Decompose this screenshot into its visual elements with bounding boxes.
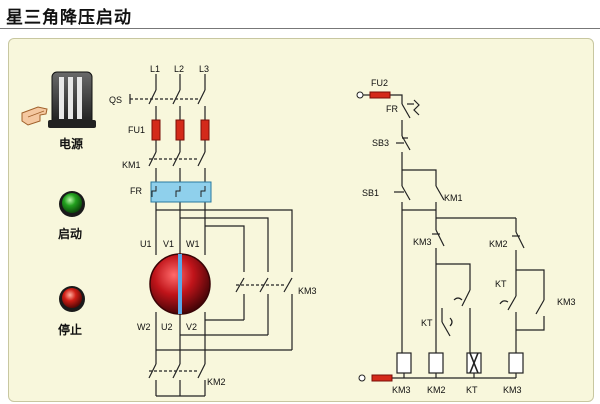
coil-km2 xyxy=(428,352,444,374)
km3-contact-label: KM3 xyxy=(557,297,576,307)
coil-km3-left xyxy=(396,352,412,374)
phase-l2-label: L2 xyxy=(174,64,185,74)
km3-main-label: KM3 xyxy=(298,286,317,296)
km3-nc-label: KM3 xyxy=(413,237,432,247)
motor xyxy=(149,253,211,315)
start-button[interactable] xyxy=(59,191,85,217)
diagram-panel xyxy=(8,38,594,402)
u2-label: U2 xyxy=(161,322,173,332)
page-title: 星三角降压启动 xyxy=(6,8,132,28)
fr-label: FR xyxy=(130,186,142,196)
coil-label-km3-left: KM3 xyxy=(392,385,411,395)
power-switch-icon[interactable] xyxy=(48,71,96,128)
fu2-label: FU2 xyxy=(371,78,389,88)
fuse-fu2 xyxy=(356,91,391,99)
title-divider xyxy=(0,28,600,29)
fr-control-label: FR xyxy=(386,104,398,114)
coil-label-km3-right: KM3 xyxy=(503,385,522,395)
v2-label: V2 xyxy=(186,322,198,332)
qs-label: QS xyxy=(109,95,123,105)
phase-l3-label: L3 xyxy=(199,64,210,74)
km2-nc-label: KM2 xyxy=(489,239,508,249)
fu1-label: FU1 xyxy=(128,125,146,135)
phase-l1-label: L1 xyxy=(150,64,161,74)
stop-label: 停止 xyxy=(58,323,83,337)
power-label: 电源 xyxy=(59,137,84,151)
kt-contact-label: KT xyxy=(495,279,507,289)
stop-button[interactable] xyxy=(59,286,85,312)
coil-label-kt: KT xyxy=(466,385,478,395)
coil-label-km2: KM2 xyxy=(427,385,446,395)
pointing-hand-icon xyxy=(21,106,48,126)
control-circuit xyxy=(362,94,545,379)
w2-label: W2 xyxy=(137,322,151,332)
start-label: 启动 xyxy=(58,227,83,241)
sb1-label: SB1 xyxy=(362,188,380,198)
fuse-bottom xyxy=(358,374,393,382)
km2-main-label: KM2 xyxy=(207,377,226,387)
coil-row xyxy=(396,352,524,374)
km1-label: KM1 xyxy=(122,160,141,170)
main-circuit xyxy=(129,74,293,397)
km1-contact-label: KM1 xyxy=(444,193,463,203)
coil-km3-right xyxy=(508,352,524,374)
fuse-fu1 xyxy=(151,119,210,141)
kt-delay-label: KT xyxy=(421,318,433,328)
w1-label: W1 xyxy=(186,239,200,249)
thermal-relay-fr xyxy=(150,181,212,203)
v1-label: V1 xyxy=(163,239,175,249)
sb3-label: SB3 xyxy=(372,138,390,148)
u1-label: U1 xyxy=(140,239,152,249)
